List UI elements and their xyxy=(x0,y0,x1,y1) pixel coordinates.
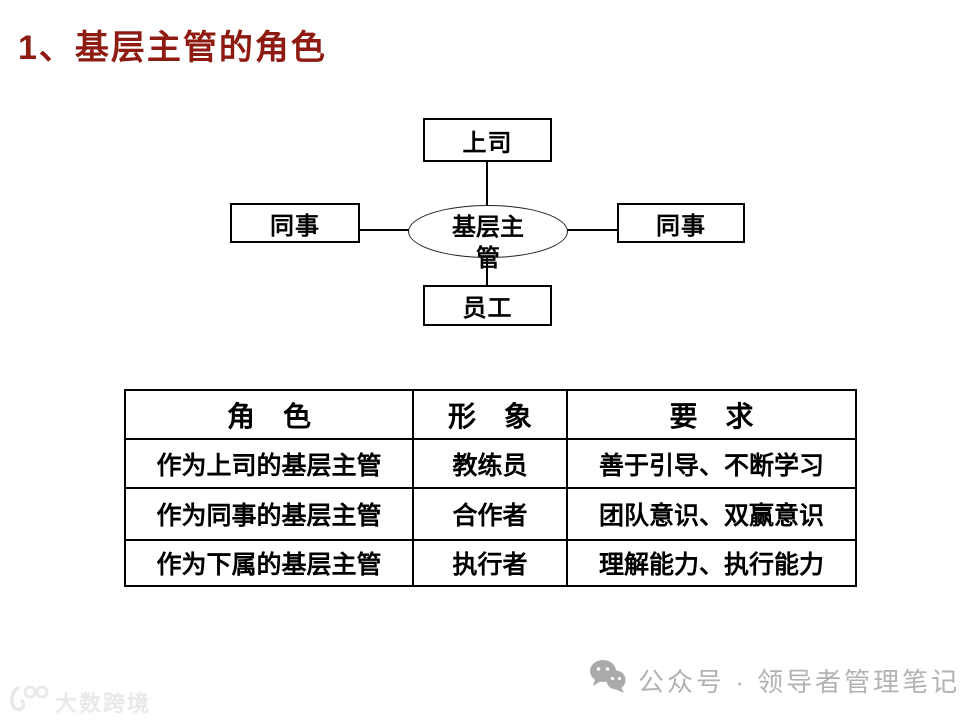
page-title: 1、基层主管的角色 xyxy=(18,29,327,67)
table-row: 作为上司的基层主管 教练员 善于引导、不断学习 xyxy=(124,438,857,489)
diagram-ellipse-supervisor xyxy=(408,205,568,258)
cell-role-1: 作为上司的基层主管 xyxy=(124,438,414,489)
cell-requirement-1: 善于引导、不断学习 xyxy=(566,438,857,489)
cell-role-3: 作为下属的基层主管 xyxy=(124,539,414,587)
connector-top-line xyxy=(486,162,488,207)
watermark-wechat-account: 公众号 · 领导者管理笔记 xyxy=(588,659,960,702)
cell-requirement-2: 团队意识、双赢意识 xyxy=(566,487,857,541)
connector-left-line xyxy=(360,229,409,231)
connector-right-line xyxy=(566,229,617,231)
header-role: 角 色 xyxy=(124,389,414,440)
header-requirement: 要 求 xyxy=(566,389,857,440)
brand-logo-icon xyxy=(8,684,50,720)
cell-image-3: 执行者 xyxy=(412,539,568,587)
watermark-brand-label: 大数跨境 xyxy=(55,691,152,716)
cell-requirement-3: 理解能力、执行能力 xyxy=(566,539,857,587)
cell-role-2: 作为同事的基层主管 xyxy=(124,487,414,541)
wechat-icon xyxy=(588,659,628,702)
diagram-box-colleague-right: 同事 xyxy=(617,203,745,243)
cell-image-2: 合作者 xyxy=(412,487,568,541)
table-header-row: 角 色 形 象 要 求 xyxy=(124,389,857,440)
watermark-account-label: 公众号 · 领导者管理笔记 xyxy=(638,667,960,697)
connector-bottom-line xyxy=(486,256,488,286)
diagram-box-colleague-left: 同事 xyxy=(230,203,360,243)
header-image: 形 象 xyxy=(412,389,568,440)
cell-image-1: 教练员 xyxy=(412,438,568,489)
table-row: 作为下属的基层主管 执行者 理解能力、执行能力 xyxy=(124,539,857,587)
watermark-brand: 大数跨境 xyxy=(8,684,151,720)
table-row: 作为同事的基层主管 合作者 团队意识、双赢意识 xyxy=(124,487,857,541)
diagram-box-staff: 员工 xyxy=(423,285,552,326)
roles-table: 角 色 形 象 要 求 作为上司的基层主管 教练员 善于引导、不断学习 作为同事… xyxy=(124,389,857,587)
diagram-ellipse-label: 基层主管 xyxy=(452,214,524,272)
diagram-box-superior: 上司 xyxy=(423,118,552,162)
